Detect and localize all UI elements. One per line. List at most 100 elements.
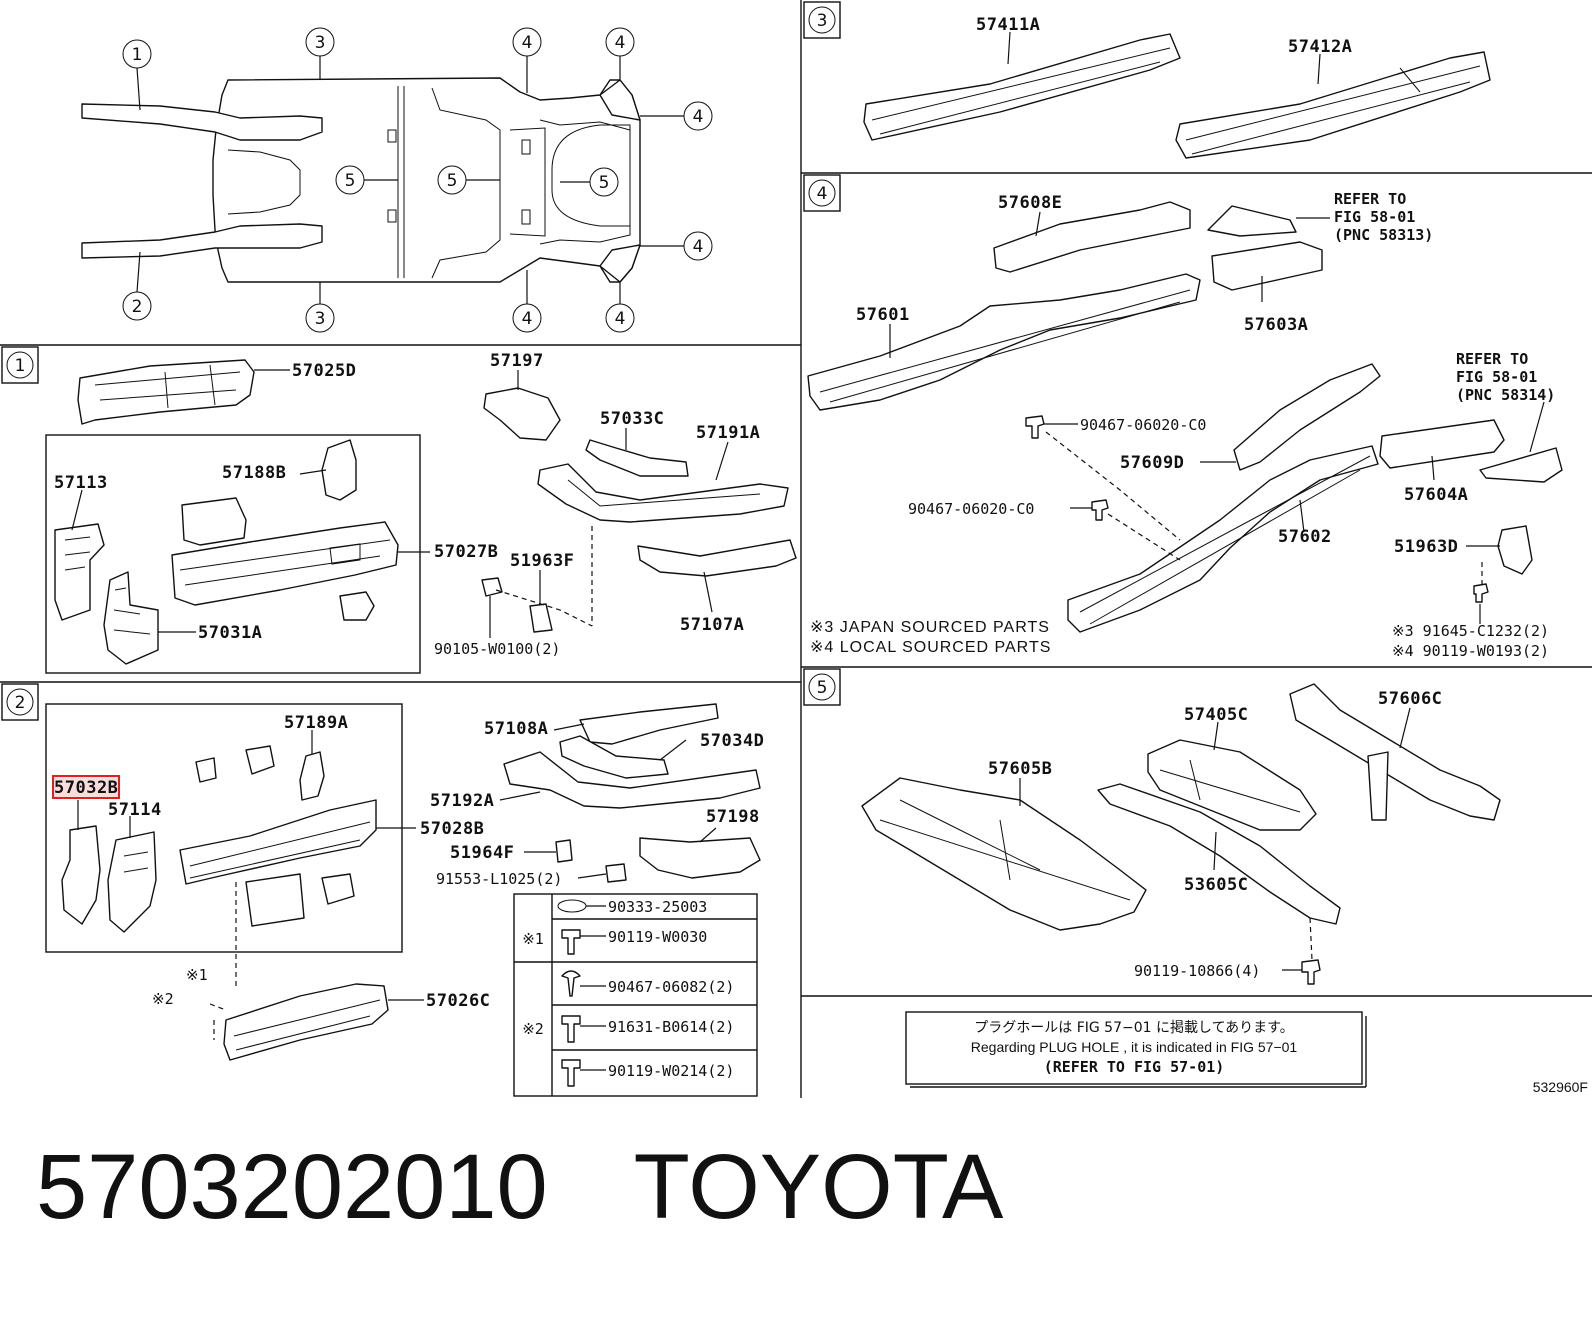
svg-text:3: 3 <box>817 11 828 31</box>
section-1-drawing <box>45 359 797 674</box>
refer-1-line3: (PNC 58313) <box>1334 226 1433 244</box>
section-tag-1: 1 <box>1 346 39 384</box>
svg-text:※1: ※1 <box>522 930 544 948</box>
section-3-leaders <box>1007 31 1321 85</box>
brand-name: TOYOTA <box>633 1136 1004 1238</box>
label-90119-W0193: ※4 90119-W0193(2) <box>1392 642 1549 660</box>
label-57191A: 57191A <box>696 423 760 443</box>
section-4-leaders <box>889 211 1545 624</box>
svg-text:5: 5 <box>599 173 610 193</box>
refer-1-line1: REFER TO <box>1334 190 1406 208</box>
section-1-labels: 57025D 57113 57188B 57027B 57031A 57197 … <box>54 351 760 658</box>
svg-text:90467-06082(2): 90467-06082(2) <box>608 978 734 996</box>
refer-1-line2: FIG 58-01 <box>1334 208 1415 226</box>
label-57608E: 57608E <box>998 193 1062 213</box>
section-tag-2: 2 <box>1 683 39 721</box>
note-japan-sourced: ※3 JAPAN SOURCED PARTS <box>810 619 1050 636</box>
section-4-labels: 57608E REFER TO FIG 58-01 (PNC 58313) 57… <box>810 190 1555 660</box>
svg-text:5: 5 <box>447 171 458 191</box>
label-57609D: 57609D <box>1120 453 1184 473</box>
label-51964F: 51964F <box>450 843 514 863</box>
parts-diagram: 1 2 3 4 5 <box>0 0 1592 1098</box>
svg-text:90119-W0030: 90119-W0030 <box>608 928 707 946</box>
label-57198: 57198 <box>706 807 760 827</box>
label-57405C: 57405C <box>1184 705 1248 725</box>
label-57606C: 57606C <box>1378 689 1442 709</box>
section-1-leaders <box>71 369 729 638</box>
highlight-57032[interactable] <box>52 775 120 799</box>
refer-2-line3: (PNC 58314) <box>1456 386 1555 404</box>
svg-text:Regarding PLUG HOLE , it is: Regarding PLUG HOLE , it is indicated in… <box>971 1039 1298 1055</box>
label-57113: 57113 <box>54 473 108 493</box>
label-57027B: 57027B <box>434 542 498 562</box>
section-5-labels: 57405C 57606C 57605B 53605C 90119-10866(… <box>988 689 1442 980</box>
label-57033C: 57033C <box>600 409 664 429</box>
overview-markers: 1 2 3 3 4 4 4 4 4 4 5 5 5 <box>122 27 713 333</box>
label-53605C: 53605C <box>1184 875 1248 895</box>
svg-text:5: 5 <box>817 678 828 698</box>
label-51963D: 51963D <box>1394 537 1458 557</box>
svg-text:3: 3 <box>315 309 326 329</box>
figure-code: 532960F <box>1533 1079 1588 1095</box>
refer-2-line1: REFER TO <box>1456 350 1528 368</box>
svg-text:90119-W0214(2): 90119-W0214(2) <box>608 1062 734 1080</box>
svg-text:90333-25003: 90333-25003 <box>608 898 707 916</box>
svg-text:※2: ※2 <box>522 1020 544 1038</box>
plug-hole-note: プラグホールは FIG 57−01 に掲載してあります。 Regarding P… <box>905 1011 1367 1088</box>
label-57411A: 57411A <box>976 15 1040 35</box>
label-57604A: 57604A <box>1404 485 1468 505</box>
label-51963F: 51963F <box>510 551 574 571</box>
section-tag-3: 3 <box>803 1 841 39</box>
label-57114: 57114 <box>108 800 162 820</box>
label-57026C: 57026C <box>426 991 490 1011</box>
label-90105-W0100: 90105-W0100(2) <box>434 640 560 658</box>
section-tag-4: 4 <box>803 174 841 212</box>
label-57189A: 57189A <box>284 713 348 733</box>
svg-text:4: 4 <box>615 33 626 53</box>
svg-text:4: 4 <box>615 309 626 329</box>
highlight-57032-fill <box>53 776 119 798</box>
fastener-table: ※1 ※2 90333-25003 90119-W0030 90467-0608… <box>513 893 758 1097</box>
svg-text:4: 4 <box>817 184 828 204</box>
label-90119-10866: 90119-10866(4) <box>1134 962 1260 980</box>
section-2-drawing <box>45 703 761 1061</box>
part-number: 5703202010 <box>36 1136 548 1238</box>
label-57032B: 57032B <box>54 778 118 798</box>
label-57031A: 57031A <box>198 623 262 643</box>
section-5-drawing <box>861 683 1501 985</box>
overview-frame-drawing <box>81 77 641 283</box>
svg-text:4: 4 <box>693 237 704 257</box>
section-5-leaders <box>1019 707 1411 971</box>
svg-text:4: 4 <box>522 309 533 329</box>
svg-text:1: 1 <box>15 356 26 376</box>
refer-2-line2: FIG 58-01 <box>1456 368 1537 386</box>
svg-text:2: 2 <box>15 693 26 713</box>
svg-text:プラグホールは FIG 57−01 に掲載してあります。: プラグホールは FIG 57−01 に掲載してあります。 <box>974 1020 1294 1036</box>
svg-text:(REFER TO FIG 57-01): (REFER TO FIG 57-01) <box>1044 1058 1225 1076</box>
label-91645-C1232: ※3 91645-C1232(2) <box>1392 622 1549 640</box>
label-57028B: 57028B <box>420 819 484 839</box>
label-57188B: 57188B <box>222 463 286 483</box>
svg-text:4: 4 <box>693 107 704 127</box>
label-57025D: 57025D <box>292 361 356 381</box>
section-tag-5: 5 <box>803 668 841 706</box>
label-57034D: 57034D <box>700 731 764 751</box>
label-90467-06020-C0-b: 90467-06020-C0 <box>908 500 1034 518</box>
svg-text:2: 2 <box>132 297 143 317</box>
label-57601: 57601 <box>856 305 910 325</box>
section-2-leaders <box>77 723 717 1001</box>
label-57192A: 57192A <box>430 791 494 811</box>
svg-text:1: 1 <box>132 45 143 65</box>
section-2-labels: 57032B 57114 57189A 57028B 57026C 57108A… <box>54 713 764 1011</box>
mark-1: ※1 <box>186 966 208 984</box>
svg-text:5: 5 <box>345 171 356 191</box>
label-57197: 57197 <box>490 351 544 371</box>
label-57107A: 57107A <box>680 615 744 635</box>
mark-2: ※2 <box>152 990 174 1008</box>
label-57605B: 57605B <box>988 759 1052 779</box>
label-57602: 57602 <box>1278 527 1332 547</box>
section-4-drawing <box>807 201 1563 633</box>
label-57412A: 57412A <box>1288 37 1352 57</box>
svg-text:91631-B0614(2): 91631-B0614(2) <box>608 1018 734 1036</box>
label-57108A: 57108A <box>484 719 548 739</box>
